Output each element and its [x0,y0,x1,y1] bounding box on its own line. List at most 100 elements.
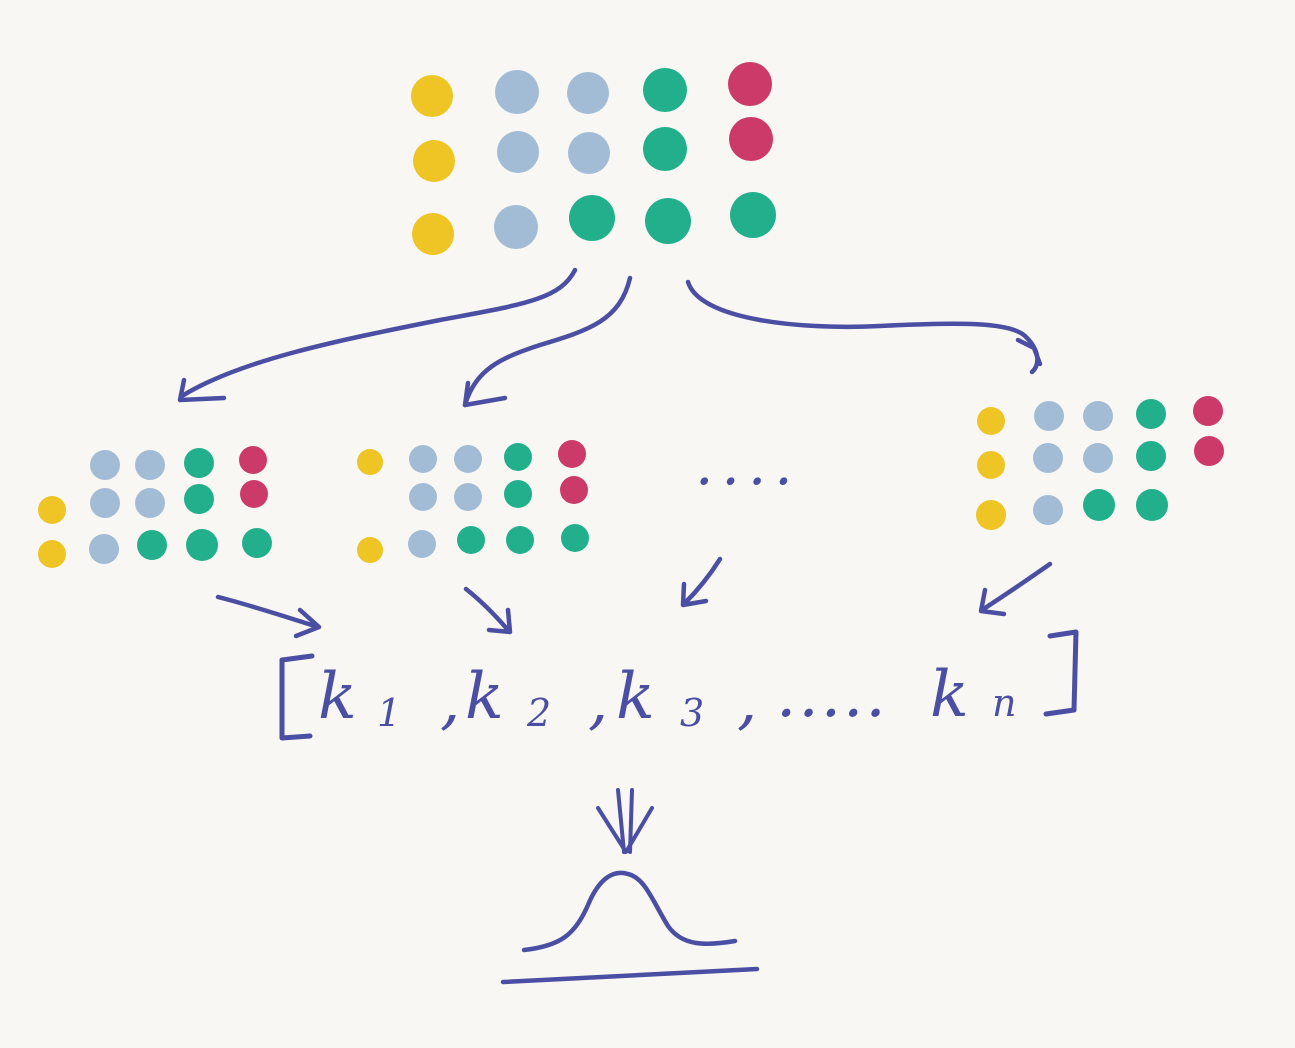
k2-letter: k [465,660,504,734]
dot-crimson [240,480,268,508]
dot-green [457,526,485,554]
ellipsis-samples: .... [695,430,801,498]
arrow-kn [979,561,1053,613]
open-bracket [279,653,315,741]
dot-green [561,524,589,552]
kn-letter: k [930,658,969,732]
arrow-kn-head [978,587,1007,617]
dot-crimson [1193,396,1223,426]
dot-green [730,192,776,238]
k3-subscript: 3 [680,691,704,735]
dot-light-blue [494,205,538,249]
dot-yellow [38,496,66,524]
dot-yellow [412,213,454,255]
arrow-to-sample-2 [462,275,633,408]
original-sample [411,62,776,255]
dot-crimson [1194,436,1224,466]
dot-green [184,484,214,514]
dot-light-blue [408,530,436,558]
dot-green [569,195,615,241]
arrow-k2-head [486,607,513,635]
dot-yellow [38,540,66,568]
arrow-head-2 [462,380,508,408]
dot-green [1136,399,1166,429]
resample-arrows [177,267,1043,408]
dot-green [506,526,534,554]
dot-green [1083,489,1115,521]
dot-light-blue [1083,443,1113,473]
dot-green [184,448,214,478]
dot-light-blue [497,131,539,173]
kn-subscript: n [992,681,1016,725]
arrow-head-n [1015,337,1043,367]
dot-light-blue [454,445,482,473]
close-bracket [1043,629,1079,717]
k2-subscript: 2 [526,691,551,735]
dot-light-blue [90,488,120,518]
result-arrow [596,788,654,854]
dot-light-blue [1034,401,1064,431]
k3-letter: k [616,660,655,734]
dot-green [643,127,687,171]
arrow-k2 [463,586,511,633]
statistic-arrows [215,556,1053,639]
dot-yellow [411,75,453,117]
dot-light-blue [409,445,437,473]
dot-crimson [239,446,267,474]
list-ellipsis: ..... [776,658,888,732]
dot-yellow [977,407,1005,435]
k1-subscript: 1 [377,691,401,735]
dot-light-blue [135,450,165,480]
separator: , [440,664,460,738]
arrow-to-sample-1 [179,267,578,399]
dot-yellow [357,537,383,563]
dot-light-blue [454,483,482,511]
sampling-distribution [500,870,760,985]
dot-crimson [558,440,586,468]
dot-green [242,528,272,558]
dot-crimson [728,62,772,106]
dot-light-blue [409,483,437,511]
dot-light-blue [495,70,539,114]
separator: , [588,664,608,738]
dot-green [643,68,687,112]
dot-light-blue [1033,443,1063,473]
resample-2 [357,440,589,563]
arrow-head-1 [177,377,227,403]
dot-light-blue [1083,401,1113,431]
k1-letter: k [318,660,357,734]
dot-light-blue [568,132,610,174]
dot-yellow [976,500,1006,530]
dot-green [186,529,218,561]
arrow-k1 [215,594,321,630]
dot-light-blue [90,450,120,480]
dot-light-blue [135,488,165,518]
resample-n [976,396,1224,530]
dot-light-blue [1033,495,1063,525]
resample-1 [38,446,272,568]
statistics-list: k 1 , k 2 , k 3 , ..... k n [279,629,1079,741]
dot-light-blue [567,72,609,114]
dot-green [504,480,532,508]
baseline-axis [500,966,760,985]
dot-yellow [413,140,455,182]
dot-green [645,198,691,244]
dot-yellow [977,451,1005,479]
dot-yellow [357,449,383,475]
arrow-k1-head [293,607,322,639]
dot-green [504,443,532,471]
separator: , [737,664,757,738]
double-arrow-down-icon [596,788,654,854]
arrow-to-sample-n [685,279,1040,375]
arrow-k3 [681,556,723,607]
dot-green [137,530,167,560]
dot-green [1136,441,1166,471]
dot-crimson [560,476,588,504]
arrow-k3-head [680,581,709,608]
dot-light-blue [89,534,119,564]
dot-crimson [729,117,773,161]
dot-green [1136,489,1168,521]
bell-curve [521,870,738,953]
